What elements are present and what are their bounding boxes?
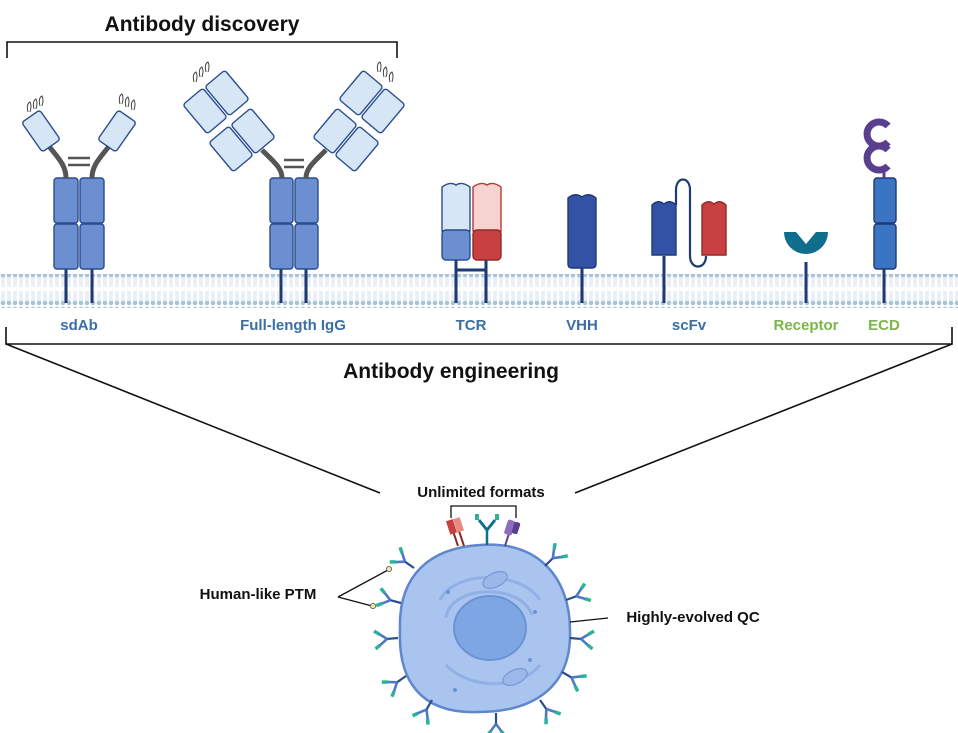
- label-ecd: ECD: [868, 317, 900, 334]
- label-tcr: TCR: [456, 317, 487, 334]
- ptm-pointers: [337, 566, 392, 610]
- engineering-bracket: [5, 327, 953, 494]
- discovery-title: Antibody discovery: [105, 13, 300, 36]
- vhh-molecule: [567, 194, 597, 303]
- qc-pointer: [569, 617, 609, 623]
- igg-molecule: [183, 61, 405, 303]
- label-sdab: sdAb: [60, 317, 98, 334]
- format-molecules-on-cell: [445, 514, 521, 547]
- label-scfv: scFv: [672, 317, 707, 334]
- cell-membrane: [0, 274, 958, 308]
- tcr-molecule: [441, 182, 502, 303]
- discovery-bracket: [6, 41, 398, 58]
- engineering-title: Antibody engineering: [343, 360, 559, 383]
- ptm-label: Human-like PTM: [200, 586, 317, 603]
- label-igg: Full-length IgG: [240, 317, 346, 334]
- qc-label: Highly-evolved QC: [626, 609, 760, 626]
- sdab-molecule: [22, 93, 136, 303]
- label-vhh: VHH: [566, 317, 598, 334]
- unlimited-formats-bracket: [450, 505, 517, 518]
- unlimited-formats-label: Unlimited formats: [417, 484, 545, 501]
- ecd-molecule: [863, 118, 897, 303]
- label-receptor: Receptor: [773, 317, 838, 334]
- scfv-molecule: [651, 178, 727, 303]
- receptor-molecule: [784, 232, 828, 303]
- cell: [398, 543, 572, 714]
